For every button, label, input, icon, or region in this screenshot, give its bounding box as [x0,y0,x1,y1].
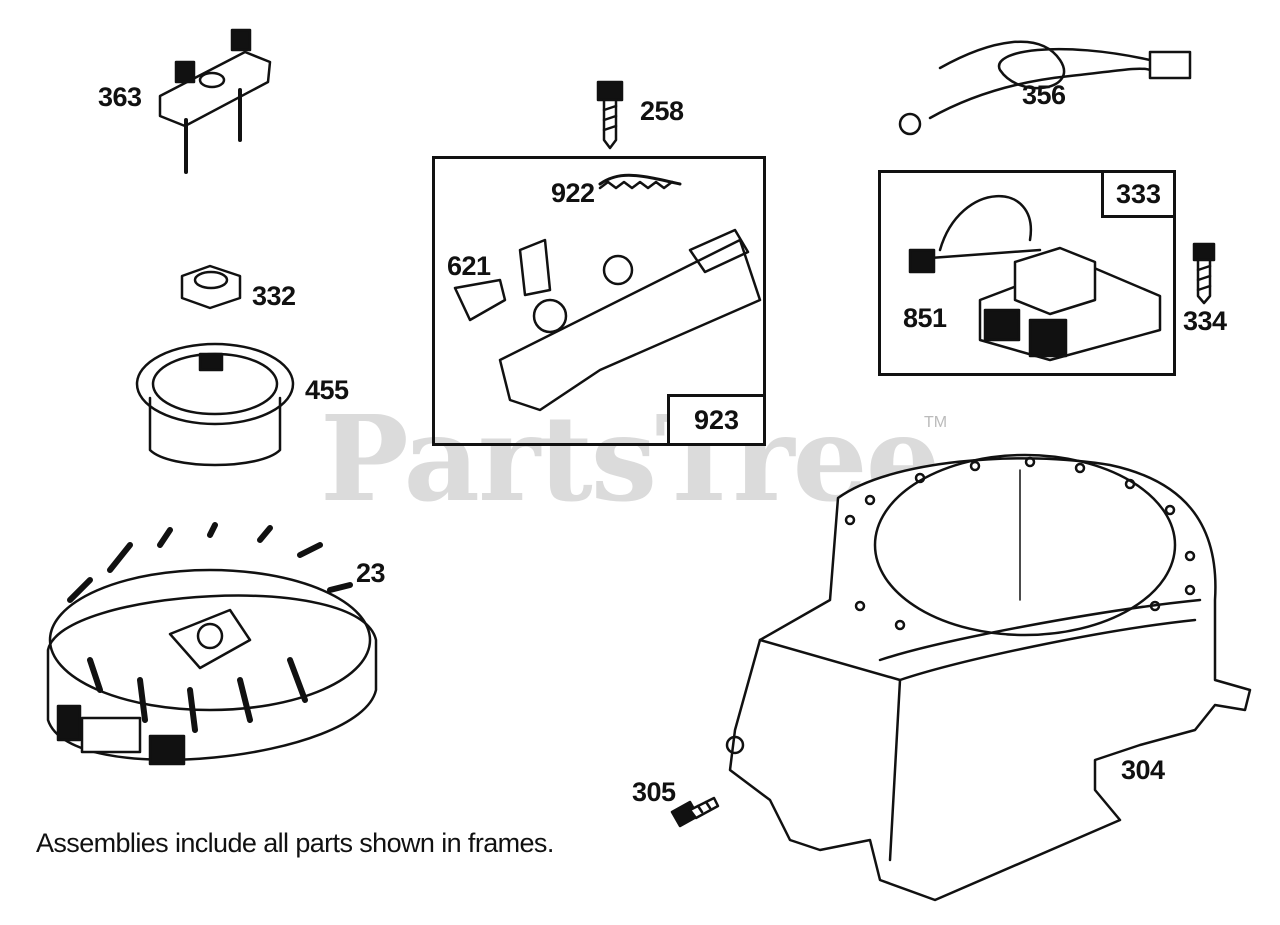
part-333-coil-drawing [908,194,1162,362]
watermark-tm: TM [924,414,948,431]
part-923-assembly-drawing [453,173,762,412]
callout-304: 304 [1121,755,1165,785]
callout-356: 356 [1022,80,1066,110]
callout-455: 455 [305,375,349,405]
part-23-flywheel-drawing [46,522,378,766]
frame-333-tag: 333 [1101,170,1176,218]
part-356-wire-drawing [898,40,1192,136]
callout-305: 305 [632,777,676,807]
part-363-bracket-drawing [158,28,272,174]
callout-258: 258 [640,96,684,126]
callout-332: 332 [252,281,296,311]
callout-922: 922 [551,178,595,208]
part-258-bolt-drawing [596,80,624,150]
frame-923-tag: 923 [667,394,766,446]
callout-363: 363 [98,82,142,112]
part-332-nut-drawing [180,264,242,310]
assemblies-note: Assemblies include all parts shown in fr… [36,828,554,858]
part-334-bolt-drawing [1192,242,1216,305]
part-304-housing-drawing [725,453,1252,902]
callout-851: 851 [903,303,947,333]
callout-621: 621 [447,251,491,281]
part-455-cup-drawing [135,342,295,467]
frame-333 [878,170,1176,376]
frame-923 [432,156,766,446]
part-305-screw-drawing [670,796,720,828]
callout-334: 334 [1183,306,1227,336]
callout-23: 23 [356,558,386,588]
